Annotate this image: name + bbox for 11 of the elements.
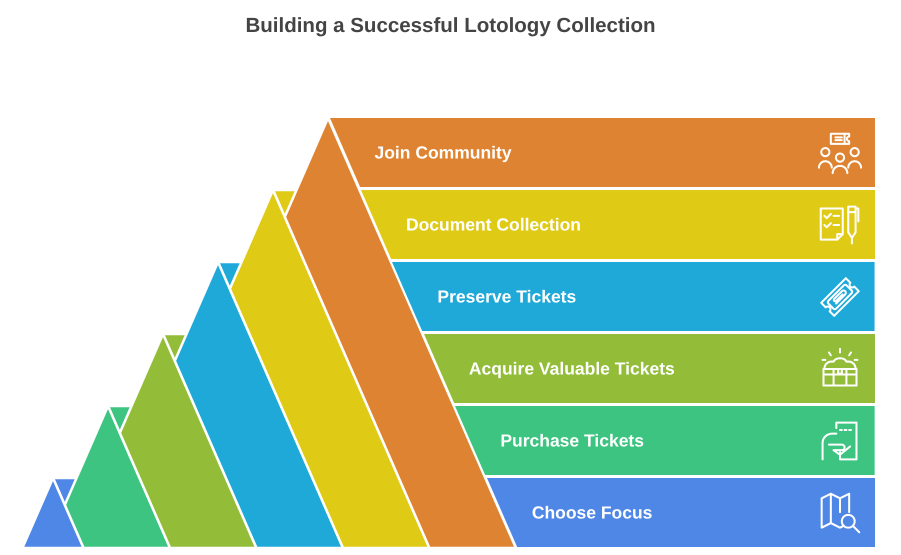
step-label: Acquire Valuable Tickets bbox=[468, 358, 675, 379]
step-label: Preserve Tickets bbox=[437, 286, 576, 307]
step-label: Choose Focus bbox=[532, 502, 652, 523]
pyramid-step bbox=[455, 406, 875, 475]
pyramid-step bbox=[424, 334, 875, 403]
step-label: Purchase Tickets bbox=[500, 430, 644, 451]
step-label: Document Collection bbox=[406, 214, 581, 235]
pyramid-step bbox=[486, 478, 875, 547]
pyramid-step bbox=[330, 118, 875, 187]
title: Building a Successful Lotology Collection bbox=[245, 14, 656, 37]
step-label: Join Community bbox=[374, 142, 512, 163]
